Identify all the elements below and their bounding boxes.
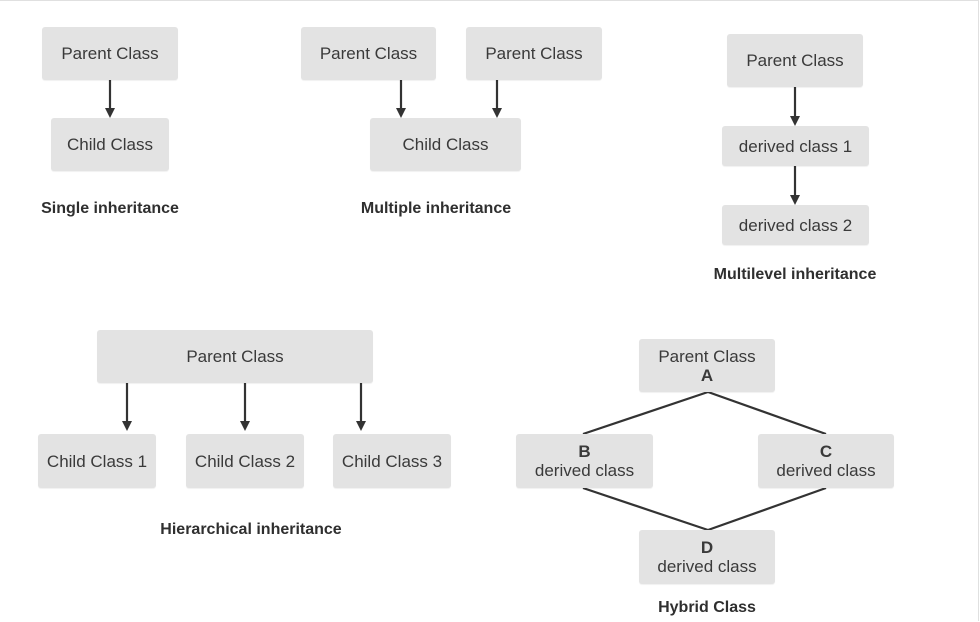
multiple-child-label: Child Class [402, 135, 489, 154]
hybrid-c-label: derived class [776, 461, 876, 480]
multilevel-parent-label: Parent Class [746, 51, 844, 70]
hierarchical-child3-label: Child Class 3 [341, 451, 443, 471]
hybrid-a-box: Parent Class A [639, 339, 775, 392]
hybrid-line-a-c [707, 390, 827, 436]
single-parent-label: Parent Class [61, 44, 159, 63]
hybrid-b-letter: B [578, 442, 591, 461]
multiple-caption: Multiple inheritance [360, 200, 512, 217]
hybrid-line-b-d [582, 486, 709, 532]
hybrid-d-box: D derived class [639, 530, 775, 584]
hybrid-c-box: C derived class [758, 434, 894, 488]
hybrid-line-c-d [707, 486, 827, 532]
multilevel-derived2-label: derived class 2 [738, 215, 853, 235]
hybrid-b-label: derived class [534, 461, 635, 480]
hybrid-d-label: derived class [657, 557, 757, 576]
hybrid-a-label: Parent Class [658, 346, 756, 366]
multilevel-parent-box: Parent Class [727, 34, 863, 87]
multilevel-derived2-box: derived class 2 [722, 205, 869, 245]
multilevel-caption: Multilevel inheritance [713, 266, 877, 283]
hierarchical-child1-box: Child Class 1 [38, 434, 156, 488]
single-child-label: Child Class [67, 135, 153, 154]
single-child-box: Child Class [51, 118, 169, 171]
hierarchical-child2-box: Child Class 2 [186, 434, 304, 488]
hybrid-line-a-b [582, 390, 709, 436]
hierarchical-parent-label: Parent Class [186, 347, 284, 366]
multiple-parent-box-1: Parent Class [301, 27, 436, 80]
multiple-child-box: Child Class [370, 118, 521, 171]
multiple-parent-box-2: Parent Class [466, 27, 602, 80]
multiple-parent-label-2: Parent Class [485, 44, 583, 63]
single-parent-box: Parent Class [42, 27, 178, 80]
hierarchical-caption: Hierarchical inheritance [160, 521, 342, 538]
hybrid-a-letter: A [700, 365, 714, 385]
hierarchical-child1-label: Child Class 1 [46, 451, 148, 471]
multiple-parent-label-1: Parent Class [319, 44, 418, 63]
hybrid-c-letter: C [819, 442, 833, 461]
single-caption: Single inheritance [41, 200, 179, 217]
hybrid-b-box: B derived class [516, 434, 653, 488]
hybrid-caption: Hybrid Class [658, 599, 756, 616]
multilevel-derived1-box: derived class 1 [722, 126, 869, 166]
multilevel-derived1-label: derived class 1 [738, 136, 853, 156]
hierarchical-parent-box: Parent Class [97, 330, 373, 383]
hierarchical-child3-box: Child Class 3 [333, 434, 451, 488]
hierarchical-child2-label: Child Class 2 [194, 451, 296, 471]
hybrid-d-letter: D [700, 538, 714, 557]
